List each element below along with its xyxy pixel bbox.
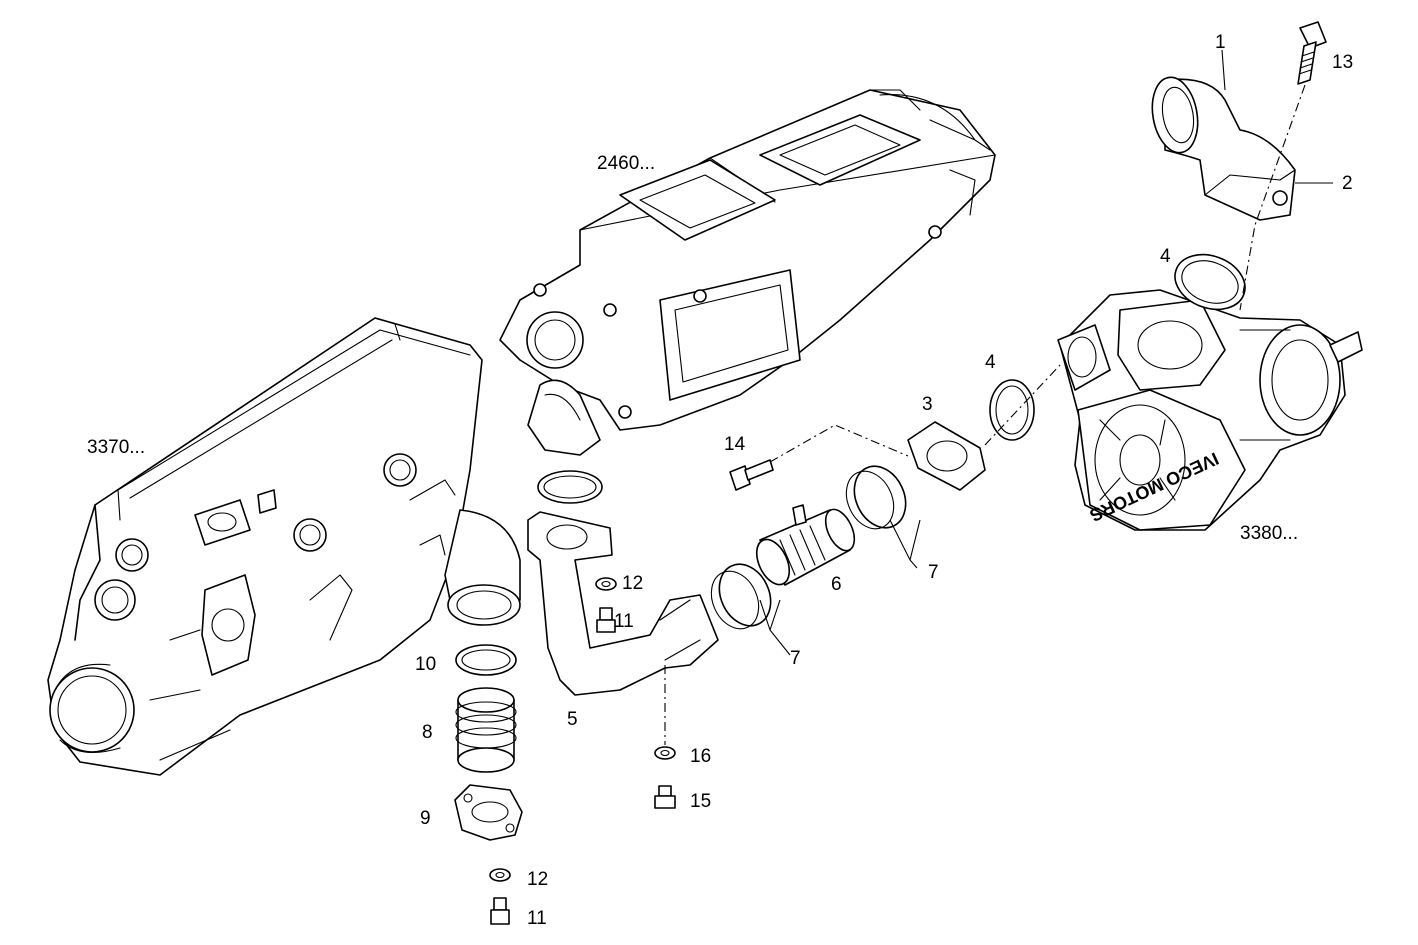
part-12-washer-upper — [595, 577, 617, 591]
label-part-12-lower: 12 — [527, 869, 548, 890]
label-part-13: 13 — [1332, 52, 1353, 73]
part-4-oring-lower — [989, 379, 1035, 441]
label-part-14: 14 — [724, 434, 746, 455]
part-13-bolt — [1297, 21, 1327, 85]
part-12-washer-lower — [489, 868, 511, 882]
assembly-axes — [664, 84, 1306, 745]
label-part-3: 3 — [922, 394, 933, 415]
label-group-2460: 2460... — [597, 153, 655, 174]
part-14-bolt — [729, 459, 774, 491]
part-5-pipe — [527, 511, 719, 696]
part-3-flange — [907, 421, 986, 491]
label-part-7-upper: 7 — [928, 562, 939, 583]
label-part-6: 6 — [831, 574, 842, 595]
label-part-5: 5 — [567, 709, 578, 730]
part-1-elbow — [1151, 76, 1296, 221]
part-9-flange — [454, 784, 523, 841]
label-part-12-upper: 12 — [622, 573, 643, 594]
group-labels: 2460... 3370... 3380... — [87, 153, 1298, 544]
label-part-4-upper: 4 — [1160, 246, 1171, 267]
part-16-washer — [654, 746, 676, 760]
label-part-16: 16 — [690, 746, 711, 767]
label-group-3370: 3370... — [87, 437, 145, 458]
engine-block-3370 — [47, 317, 521, 776]
leader-lines — [759, 49, 1333, 656]
part-7-clamps-lower — [710, 563, 772, 630]
sea-water-pump-3380: IVECO MOTORS — [1057, 289, 1363, 531]
label-part-7-lower: 7 — [790, 648, 801, 669]
oring-heat-exchanger — [537, 470, 603, 504]
label-part-2: 2 — [1342, 173, 1353, 194]
part-labels: 1 13 2 4 4 3 14 7 6 7 12 11 10 5 8 16 15… — [415, 32, 1353, 929]
label-part-1: 1 — [1215, 32, 1226, 53]
part-11-screw-lower — [490, 897, 510, 925]
part-15-screw — [654, 785, 676, 809]
label-part-9: 9 — [420, 808, 431, 829]
label-part-4-lower: 4 — [985, 352, 996, 373]
label-part-10: 10 — [415, 654, 436, 675]
part-11-screw-upper — [596, 607, 616, 633]
label-part-15: 15 — [690, 791, 711, 812]
label-part-8: 8 — [422, 722, 433, 743]
part-10-oring — [455, 644, 517, 676]
label-part-11-upper: 11 — [614, 611, 634, 632]
part-6-hose — [755, 504, 856, 586]
label-group-3380: 3380... — [1240, 523, 1298, 544]
part-8-hose — [455, 687, 517, 773]
label-part-11-lower: 11 — [527, 908, 547, 929]
heat-exchanger-2460 — [499, 89, 996, 456]
part-4-oring-upper — [1174, 253, 1246, 311]
